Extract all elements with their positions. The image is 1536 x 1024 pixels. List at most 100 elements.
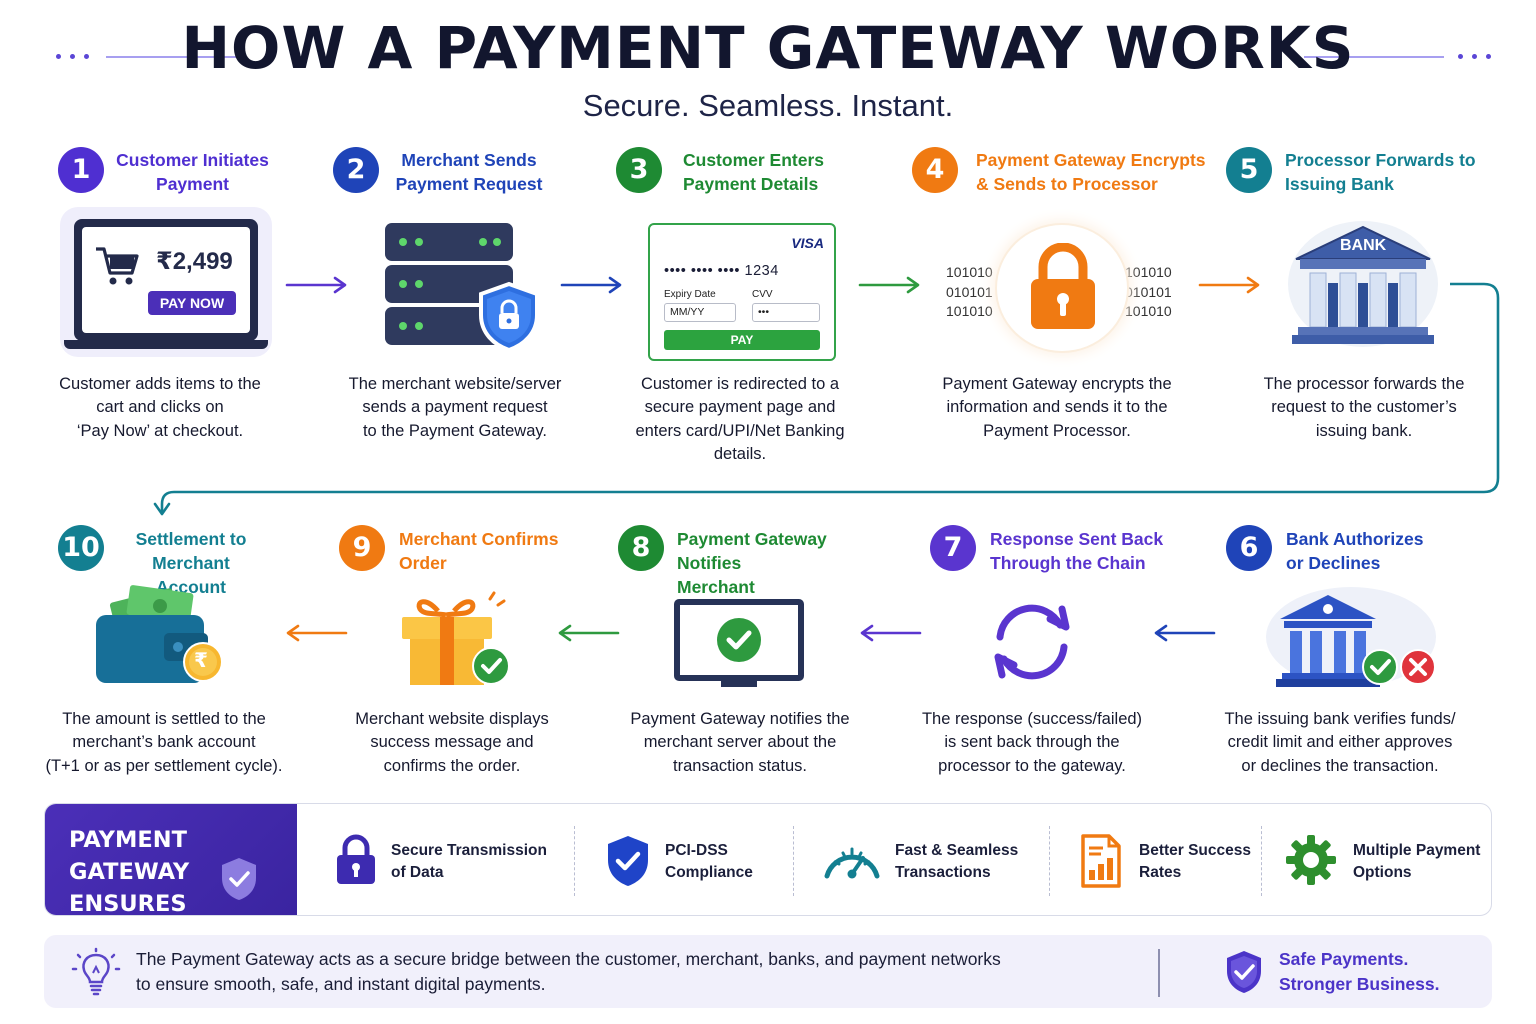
footer-banner: The Payment Gateway acts as a secure bri… [44, 935, 1492, 1008]
step-description: The processor forwards the request to th… [1263, 375, 1465, 440]
step-title: Customer Initiates Payment [116, 150, 269, 194]
gateway-ensures-panel: PAYMENT GATEWAY ENSURES Secure Transmiss… [44, 803, 1492, 916]
feature-label: Multiple Payment Options [1353, 842, 1481, 881]
step-2: 2 Merchant Sends Payment Request The mer… [305, 145, 605, 475]
step-title: Settlement to Merchant Account [135, 529, 247, 597]
step-9: 9 Merchant Confirms Order Merchant websi… [302, 525, 602, 855]
feature-divider [1049, 826, 1050, 896]
step-description: Merchant website displays success messag… [355, 710, 549, 775]
step-description: Customer adds items to the cart and clic… [59, 375, 261, 440]
ensures-heading: PAYMENT GATEWAY ENSURES [69, 827, 190, 916]
cvv-label: CVV [752, 289, 773, 300]
step-1: 1 Customer Initiates Payment ₹2,499 PAY … [10, 145, 310, 475]
sync-arrows-icon [980, 597, 1084, 687]
feature-secure-transmission: Secure Transmission of Data [331, 804, 571, 915]
rupee-coin: ₹ [194, 650, 208, 672]
footer-tagline: Safe Payments. Stronger Business. [1279, 949, 1440, 994]
padlock-icon [337, 834, 375, 884]
pay-now-button: PAY NOW [148, 291, 236, 315]
bank-label: BANK [1340, 237, 1387, 254]
laptop-checkout-icon: ₹2,499 PAY NOW [60, 207, 272, 357]
feature-label: Secure Transmission of Data [391, 842, 547, 881]
step-title: Response Sent Back Through the Chain [990, 529, 1164, 573]
feature-success-rates: Better Success Rates [1079, 804, 1269, 915]
flow-arrow-4-5 [1198, 276, 1260, 294]
card-number: •••• •••• •••• 1234 [664, 263, 779, 279]
step-description: Customer is redirected to a secure payme… [635, 375, 845, 463]
step-number: 3 [616, 147, 662, 193]
feature-label: Fast & Seamless Transactions [895, 842, 1019, 881]
step-6: 6 Bank Authorizes or Declines The issuin… [1190, 525, 1490, 855]
feature-fast-seamless: Fast & Seamless Transactions [821, 804, 1051, 915]
bank-building-icon: BANK [1280, 217, 1440, 352]
shield-check-icon [608, 836, 648, 886]
step-description: The response (success/failed) is sent ba… [921, 710, 1143, 775]
step-title: Bank Authorizes or Declines [1286, 529, 1424, 573]
cvv-field: ••• [752, 303, 820, 322]
flow-arrow-8-9 [558, 624, 620, 642]
step-title: Payment Gateway Notifies Merchant [677, 529, 827, 597]
report-chart-icon [1081, 834, 1121, 888]
footer-divider [1158, 949, 1160, 997]
step-description: The issuing bank verifies funds/ credit … [1224, 710, 1456, 775]
step-title: Payment Gateway Encrypts & Sends to Proc… [976, 150, 1206, 194]
step-title: Merchant Confirms Order [399, 529, 559, 573]
payment-card-form-icon: VISA •••• •••• •••• 1234 Expiry Date CVV… [648, 223, 836, 361]
feature-divider [574, 826, 575, 896]
flow-arrow-9-10 [286, 624, 348, 642]
flow-arrow-3-4 [858, 276, 920, 294]
speedometer-icon [824, 847, 880, 879]
flow-arrow-7-8 [860, 624, 922, 642]
feature-label: PCI-DSS Compliance [665, 842, 753, 881]
checkout-amount: ₹2,499 [156, 248, 233, 275]
step-number: 6 [1226, 525, 1272, 571]
padlock-encryption-icon: 101010 010101 101010 101010 010101 10101… [943, 225, 1183, 355]
step-number: 10 [58, 525, 104, 571]
feature-label: Better Success Rates [1139, 842, 1252, 881]
ensures-heading-block: PAYMENT GATEWAY ENSURES [45, 804, 297, 916]
step-description: The amount is settled to the merchant’s … [45, 710, 283, 775]
flow-arrow-2-3 [560, 276, 622, 294]
step-number: 4 [912, 147, 958, 193]
feature-divider [793, 826, 794, 896]
footer-text: The Payment Gateway acts as a secure bri… [136, 949, 1001, 994]
card-brand: VISA [791, 235, 824, 251]
page-subtitle: Secure. Seamless. Instant. [582, 88, 954, 123]
flow-arrow-6-7 [1154, 624, 1216, 642]
header-decoration-left [56, 54, 248, 59]
header-decoration-right [1304, 54, 1496, 59]
gift-check-icon [398, 589, 518, 689]
feature-pci-dss: PCI-DSS Compliance [601, 804, 801, 915]
step-10: 10 Settlement to Merchant Account ₹ The … [14, 525, 314, 855]
feature-multiple-options: Multiple Payment Options [1285, 804, 1490, 915]
step-4: 4 Payment Gateway Encrypts & Sends to Pr… [907, 145, 1207, 475]
pay-button: PAY [664, 330, 820, 350]
step-number: 8 [618, 525, 664, 571]
monitor-check-icon [674, 599, 806, 691]
page-title: HOW A PAYMENT GATEWAY WORKS [181, 14, 1355, 82]
step-description: Payment Gateway encrypts the information… [942, 375, 1172, 440]
step-3: 3 Customer Enters Payment Details VISA •… [590, 145, 890, 475]
expiry-field: MM/YY [664, 303, 736, 322]
server-shield-icon [385, 223, 545, 353]
shield-check-icon [222, 858, 256, 900]
flow-arrow-1-2 [285, 276, 347, 294]
step-number: 7 [930, 525, 976, 571]
step-number: 9 [339, 525, 385, 571]
expiry-label: Expiry Date [664, 289, 716, 300]
wallet-rupee-icon: ₹ [94, 585, 230, 689]
step-title: Merchant Sends Payment Request [395, 150, 543, 194]
step-8: 8 Payment Gateway Notifies Merchant Paym… [590, 525, 890, 855]
step-description: The merchant website/server sends a paym… [348, 375, 562, 440]
lightbulb-icon [71, 947, 121, 996]
step-7: 7 Response Sent Back Through the Chain T… [882, 525, 1182, 855]
binary-data-right: 101010 010101 101010 [1125, 264, 1172, 319]
flow-connector-5-6 [153, 282, 1500, 516]
step-5: 5 Processor Forwards to Issuing Bank BAN… [1214, 145, 1514, 475]
step-description: Payment Gateway notifies the merchant se… [630, 710, 850, 775]
step-number: 5 [1226, 147, 1272, 193]
step-number: 2 [333, 147, 379, 193]
feature-divider [1261, 826, 1262, 896]
step-title: Processor Forwards to Issuing Bank [1285, 150, 1476, 194]
binary-data-left: 101010 010101 101010 [946, 264, 993, 319]
